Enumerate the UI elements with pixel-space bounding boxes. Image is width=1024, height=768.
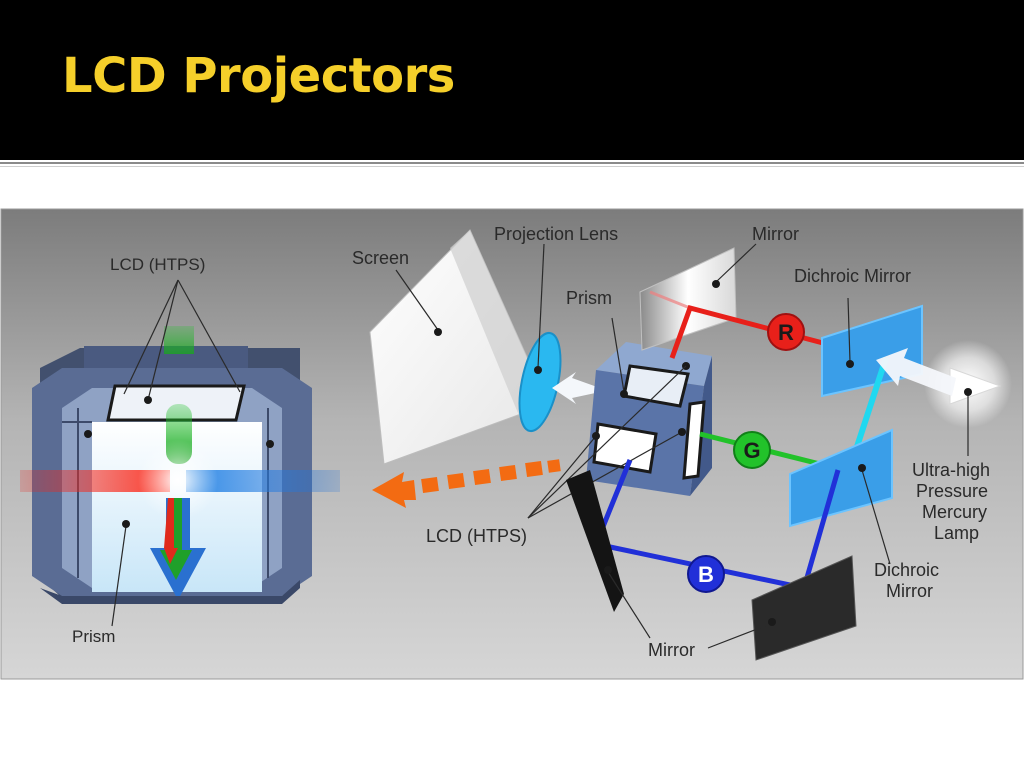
label-projection-lens: Projection Lens	[494, 224, 618, 244]
label-screen: Screen	[352, 248, 409, 268]
mirror-bottom-left	[566, 470, 624, 612]
divider-line-thin	[0, 166, 1024, 167]
badge-red: R	[767, 313, 805, 351]
label-prism-center: Prism	[566, 288, 612, 308]
lamp-light-arrow	[876, 348, 956, 396]
label-lamp-2: Pressure	[916, 481, 988, 501]
label-dichroic-mirror-bottom-1: Dichroic	[874, 560, 939, 580]
label-prism-left: Prism	[72, 627, 115, 646]
label-mirror-top: Mirror	[752, 224, 799, 244]
projection-arrow	[372, 459, 561, 508]
label-lcd-htps-left: LCD (HTPS)	[110, 255, 205, 274]
label-lamp-1: Ultra-high	[912, 460, 990, 480]
badge-green: G	[733, 431, 771, 469]
red-beam	[20, 470, 170, 492]
prism-cube-center	[586, 342, 712, 496]
label-dichroic-mirror-top: Dichroic Mirror	[794, 266, 911, 286]
projector-diagram: LCD (HTPS) Prism Screen Projection Lens …	[0, 208, 1024, 680]
svg-text:G: G	[743, 438, 760, 463]
light-flare	[138, 440, 218, 520]
top-band	[84, 346, 248, 368]
badge-blue: B	[687, 555, 725, 593]
dichroic-mirror-bottom	[789, 428, 893, 528]
label-lamp-3: Mercury	[922, 502, 987, 522]
blue-beam	[186, 470, 340, 492]
divider-line	[0, 162, 1024, 164]
label-mirror-bottom: Mirror	[648, 640, 695, 660]
green-input-beam	[164, 326, 194, 354]
svg-text:B: B	[698, 562, 714, 587]
label-dichroic-mirror-bottom-2: Mirror	[886, 581, 933, 601]
svg-text:R: R	[778, 320, 794, 345]
lcd-panel-top	[106, 384, 246, 422]
label-lcd-htps-center: LCD (HTPS)	[426, 526, 527, 546]
title-bar: LCD Projectors	[0, 0, 1024, 160]
white-light-arrow	[552, 372, 600, 404]
mercury-lamp	[924, 340, 1012, 428]
label-lamp-4: Lamp	[934, 523, 979, 543]
prism-assembly	[20, 326, 340, 604]
diagram-canvas: LCD (HTPS) Prism Screen Projection Lens …	[0, 208, 1024, 680]
mirror-bottom-right	[751, 555, 857, 661]
slide-title: LCD Projectors	[62, 48, 455, 104]
